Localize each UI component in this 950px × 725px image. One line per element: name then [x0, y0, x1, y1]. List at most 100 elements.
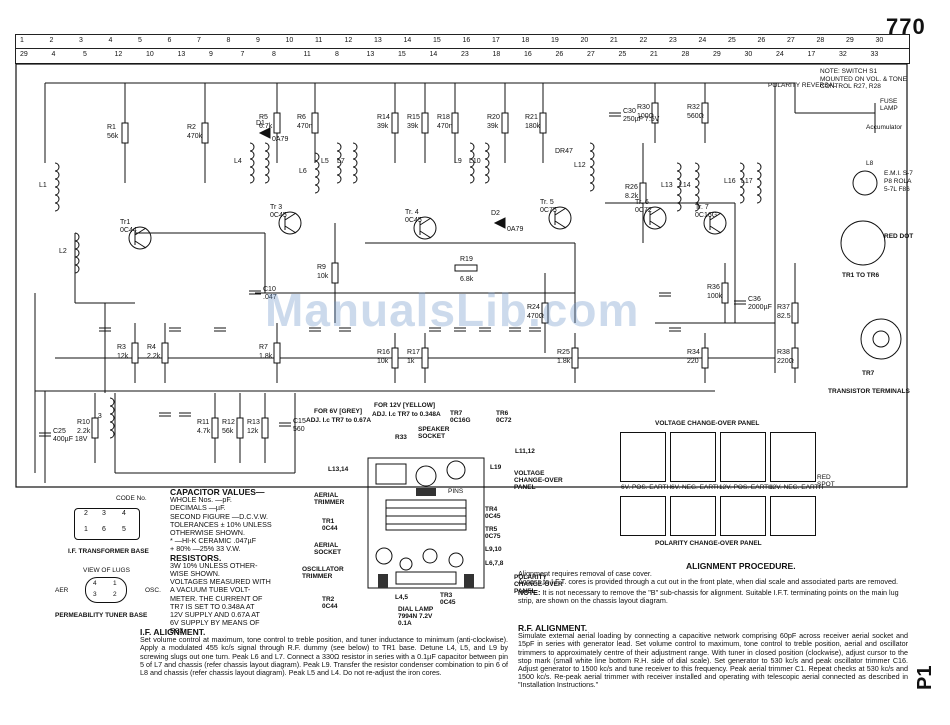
grid-bottom-number: 12 [114, 51, 123, 58]
component-label: 470n [437, 123, 453, 130]
component-label: R36 [707, 284, 720, 291]
component-label: 2000µF [748, 304, 772, 311]
coil-turn [336, 174, 342, 184]
coil-turn [314, 176, 320, 186]
component-label: DR47 [555, 148, 573, 155]
component-label: 6.7k [259, 123, 273, 130]
component-label: 560 [293, 426, 305, 433]
if-base-pin: 6 [102, 526, 106, 533]
coil-turn [694, 194, 700, 204]
vcp-cell [620, 432, 666, 482]
lugs-pin: 2 [113, 591, 117, 598]
coil-turn [589, 142, 595, 152]
coil-turn [352, 150, 358, 160]
pcp-cell [720, 496, 766, 536]
lugs-base-title: PERMEABILITY TUNER BASE [55, 612, 148, 619]
component-label: L5 [321, 158, 329, 165]
coil-turn [484, 150, 490, 160]
transistor-body [548, 206, 572, 230]
chassis-l19: L19 [490, 464, 502, 471]
coil-turn [352, 158, 358, 168]
grid-bottom-number: 28 [681, 51, 690, 58]
chassis-dial-lamp: DIAL LAMP 7994N 7.2V 0.1A [398, 606, 434, 627]
component-label: R5 [259, 114, 268, 121]
capacitor-values-line: DECIMALS —µF. [170, 503, 226, 513]
component-label: 470Ω [527, 313, 544, 320]
component-label: 2.2k [147, 353, 161, 360]
component-label: R19 [460, 256, 473, 263]
coil-turn [74, 264, 80, 274]
vcp-label: 12V. NEG. EARTH [769, 484, 824, 491]
capacitor-values-block: CAPACITOR VALUES— WHOLE Nos. —pF. DECIMA… [170, 488, 305, 636]
grid-top-number: 26 [757, 37, 766, 44]
grid-top-number: 11 [315, 37, 323, 44]
grid-bottom-number: 24 [776, 51, 784, 58]
coil-turn [484, 158, 490, 168]
coil-turn [756, 162, 762, 172]
transistor-collector [134, 227, 147, 236]
component-label: L17 [741, 178, 753, 185]
chassis-tr1: TR1 0C44 [322, 518, 338, 532]
component-label: R12 [222, 419, 235, 426]
grid-bottom-number: 30 [744, 51, 753, 58]
grid-top-number: 19 [551, 37, 559, 44]
if-base-pin: 3 [102, 510, 106, 517]
resistor [261, 417, 269, 439]
component-label: R2 [187, 124, 196, 131]
chassis-tr6: TR6 0C72 [496, 410, 512, 424]
component-label: L3 [94, 413, 102, 420]
alignment-procedure: ALIGNMENT PROCEDURE. Alignment requires … [518, 562, 908, 605]
component-label: 400µF 18V [53, 436, 88, 443]
component-label: 560Ω [687, 113, 704, 120]
coil-turn [249, 158, 255, 168]
vcp-cell [770, 432, 816, 482]
component-label: L12 [574, 162, 586, 169]
vcp-title: VOLTAGE CHANGE-OVER PANEL [655, 420, 760, 427]
component-label: R17 [407, 349, 420, 356]
if-base-pin: 5 [122, 526, 126, 533]
coil-turn [694, 170, 700, 180]
chassis-aerial-trimmer: AERIAL TRIMMER [314, 492, 345, 506]
component-label: R15 [407, 114, 420, 121]
coil-turn [264, 158, 270, 168]
chassis-adj6: ADJ. I.c TR7 to 0.67A [306, 417, 372, 424]
coil-turn [109, 421, 115, 431]
chassis-vcp: VOLTAGE CHANGE-OVER PANEL [514, 470, 563, 491]
grid-bottom-number: 11 [303, 51, 311, 58]
grid-top-number: 10 [285, 37, 294, 44]
coil-turn [314, 168, 320, 178]
resistor [539, 112, 547, 134]
transistor-emitter [284, 225, 297, 234]
component-label: L4 [234, 158, 242, 165]
component-label: R20 [487, 114, 500, 121]
component-label: 220 [687, 358, 699, 365]
component-label: R1 [107, 124, 116, 131]
grid-top-number: 16 [462, 37, 471, 44]
component-label: R21 [525, 114, 538, 121]
chassis-osc-trimmer: OSCILLATOR TRIMMER [302, 566, 344, 580]
if-alignment: I.F. ALIGNMENT. Set volume control at ma… [140, 628, 508, 677]
coil-turn [314, 184, 320, 194]
grid-bottom-number: 29 [20, 51, 28, 58]
component-label: 12k [247, 428, 259, 435]
grid-top-number: 21 [610, 37, 618, 44]
circuit-schematic: R156kR2470kR56.7kR6470nR1439kR1539kR1847… [15, 63, 908, 488]
resistor [91, 417, 99, 439]
chassis-drawing [367, 457, 485, 589]
transistor-collector [284, 212, 297, 221]
resistor [331, 262, 339, 284]
coil-turn [352, 174, 358, 184]
grid-bottom-number: 5 [83, 51, 87, 58]
vcp-cell [720, 432, 766, 482]
resistors-line: 6V SUPPLY BY MEANS OF [170, 618, 260, 628]
resistor [391, 347, 399, 369]
component-label: 0C45 [405, 217, 422, 224]
component-label: R6 [297, 114, 306, 121]
coil-turn [589, 174, 595, 184]
coil-turn [74, 256, 80, 266]
lugs-osc: OSC. [145, 587, 161, 594]
component-label: R38 [777, 349, 790, 356]
component-label: L1 [39, 182, 47, 189]
resistors-line: VOLTAGES MEASURED WITH [170, 577, 271, 587]
transistor-collector [419, 217, 432, 226]
